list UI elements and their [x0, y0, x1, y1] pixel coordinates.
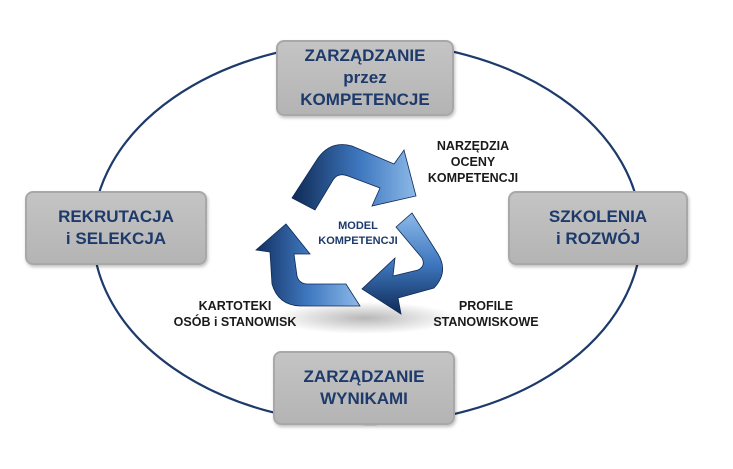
box-right-line1: SZKOLENIA — [548, 207, 648, 226]
label-profiles-line1: PROFILE — [458, 299, 514, 313]
box-recruitment: REKRUTACJA i SELEKCJA — [25, 191, 207, 265]
label-records: KARTOTEKI OSÓB i STANOWISK — [160, 298, 310, 330]
box-top-line1: ZARZĄDZANIE — [304, 46, 426, 65]
box-top-line2: przez — [343, 68, 387, 87]
label-tools-line3: KOMPETENCJI — [427, 171, 519, 185]
cycle-arrow-left — [255, 223, 361, 307]
center-line1: MODEL — [338, 220, 378, 232]
box-right-line2: i ROZWÓJ — [555, 229, 641, 248]
label-tools-line1: NARZĘDZIA — [436, 139, 510, 153]
label-files-line1: KARTOTEKI — [198, 299, 272, 313]
label-profiles-line2: STANOWISKOWE — [433, 315, 539, 329]
box-bottom-line1: ZARZĄDZANIE — [303, 367, 425, 386]
box-training: SZKOLENIA i ROZWÓJ — [508, 191, 688, 265]
box-competency-management: ZARZĄDZANIE przez KOMPETENCJE — [276, 40, 454, 116]
label-assessment-tools: NARZĘDZIA OCENY KOMPETENCJI — [418, 138, 528, 186]
box-performance-management: ZARZĄDZANIE WYNIKAMI — [273, 351, 455, 425]
center-model-label: MODEL KOMPETENCJI — [308, 219, 408, 249]
label-files-line2: OSÓB i STANOWISK — [173, 315, 297, 329]
recycle-shadow — [273, 302, 457, 334]
box-top-line3: KOMPETENCJE — [300, 90, 430, 109]
box-left-line1: REKRUTACJA — [58, 207, 174, 226]
box-left-line2: i SELEKCJA — [65, 229, 167, 248]
label-job-profiles: PROFILE STANOWISKOWE — [418, 298, 554, 330]
label-tools-line2: OCENY — [450, 155, 496, 169]
center-line2: KOMPETENCJI — [318, 235, 398, 247]
cycle-arrow-top — [291, 144, 417, 211]
cycle-arrow-right — [361, 212, 443, 315]
box-bottom-line2: WYNIKAMI — [320, 389, 408, 408]
